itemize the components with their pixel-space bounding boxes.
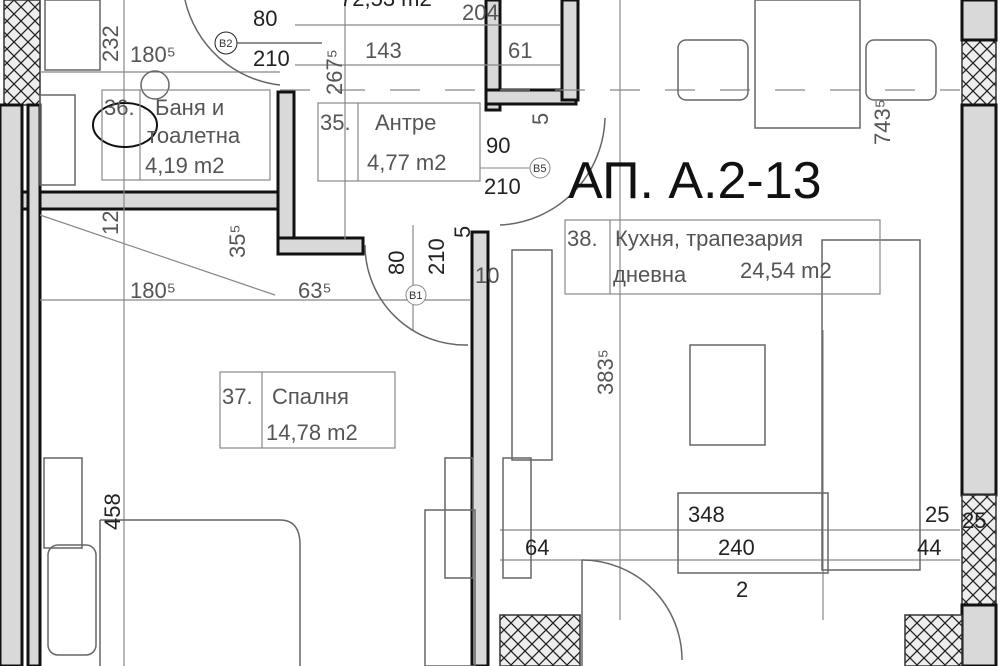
dimension-label: 743⁵ (870, 99, 895, 145)
door-swings (184, 0, 683, 666)
dimension-label: 383⁵ (593, 349, 618, 395)
dimension-label: 25 (962, 508, 986, 533)
room-name: Баня и (155, 95, 224, 120)
dimension-label: 63⁵ (298, 278, 332, 303)
dimension-label: 267⁵ (322, 49, 347, 95)
dimension-label: 10 (475, 263, 499, 288)
room-antre: 35. Антре 4,77 m2 (320, 110, 447, 175)
room-name: Антре (375, 110, 436, 135)
furniture (39, 0, 937, 666)
dimension-label: 180⁵ (130, 42, 176, 67)
room-area: 24,54 m2 (740, 258, 832, 283)
room-kitchen-living: 38. Кухня, трапезария дневна 24,54 m2 (567, 226, 832, 287)
dimension-labels: 204 80 210 143 61 267⁵ 180⁵ 232 90 210 5… (98, 0, 986, 602)
dimension-label: 80 (384, 251, 409, 275)
dimension-label: 348 (688, 502, 725, 527)
dimension-label: 143 (365, 38, 402, 63)
room-number: 38. (567, 226, 598, 251)
room-bedroom: 37. Спалня 14,78 m2 (222, 384, 358, 445)
door-tag-b1: B1 (405, 284, 427, 306)
door-tag-b5: B5 (480, 157, 551, 179)
room-area: 4,19 m2 (145, 153, 225, 178)
dimension-label: 61 (508, 38, 532, 63)
dimension-label: 25 (925, 502, 949, 527)
dimension-label: 44 (917, 535, 941, 560)
door-tag-label: B1 (409, 290, 422, 302)
dimension-label: 90 (486, 133, 510, 158)
room-name-2: тоалетна (147, 123, 241, 148)
door-tag-label: B5 (533, 163, 546, 175)
room-number: 35. (320, 110, 351, 135)
apartment-title: АП. А.2-13 (568, 152, 822, 210)
dimension-label: 2 (736, 577, 748, 602)
room-name: Спалня (272, 384, 349, 409)
dimension-label: 180⁵ (130, 278, 176, 303)
room-area: 14,78 m2 (266, 420, 358, 445)
room-area: 4,77 m2 (367, 150, 447, 175)
door-tag-b2: B2 (214, 31, 322, 55)
room-name: Кухня, трапезария (615, 226, 803, 251)
dimension-label: 204 (462, 0, 499, 25)
dimension-label: 240 (718, 535, 755, 560)
dimension-label: 12 (98, 211, 123, 235)
total-area: 72,53 m2 (340, 0, 432, 11)
dimension-label: 5 (450, 226, 475, 238)
dimension-label: 210 (253, 46, 290, 71)
door-tag-label: B2 (219, 38, 232, 50)
dimension-label: 458 (100, 493, 125, 530)
dimension-label: 80 (253, 6, 277, 31)
dimension-label: 5 (528, 113, 553, 125)
room-name-2: дневна (613, 262, 687, 287)
room-bathroom: 36. Баня и тоалетна 4,19 m2 (104, 95, 241, 178)
dimension-label: 210 (424, 238, 449, 275)
dimension-label: 35⁵ (225, 224, 250, 258)
room-number: 36. (104, 95, 135, 120)
dimension-label: 210 (484, 174, 521, 199)
room-number: 37. (222, 384, 253, 409)
interior-walls (20, 0, 580, 666)
dimension-label: 64 (525, 535, 549, 560)
room-label-boxes (101, 89, 881, 449)
dimension-label: 232 (98, 25, 123, 62)
